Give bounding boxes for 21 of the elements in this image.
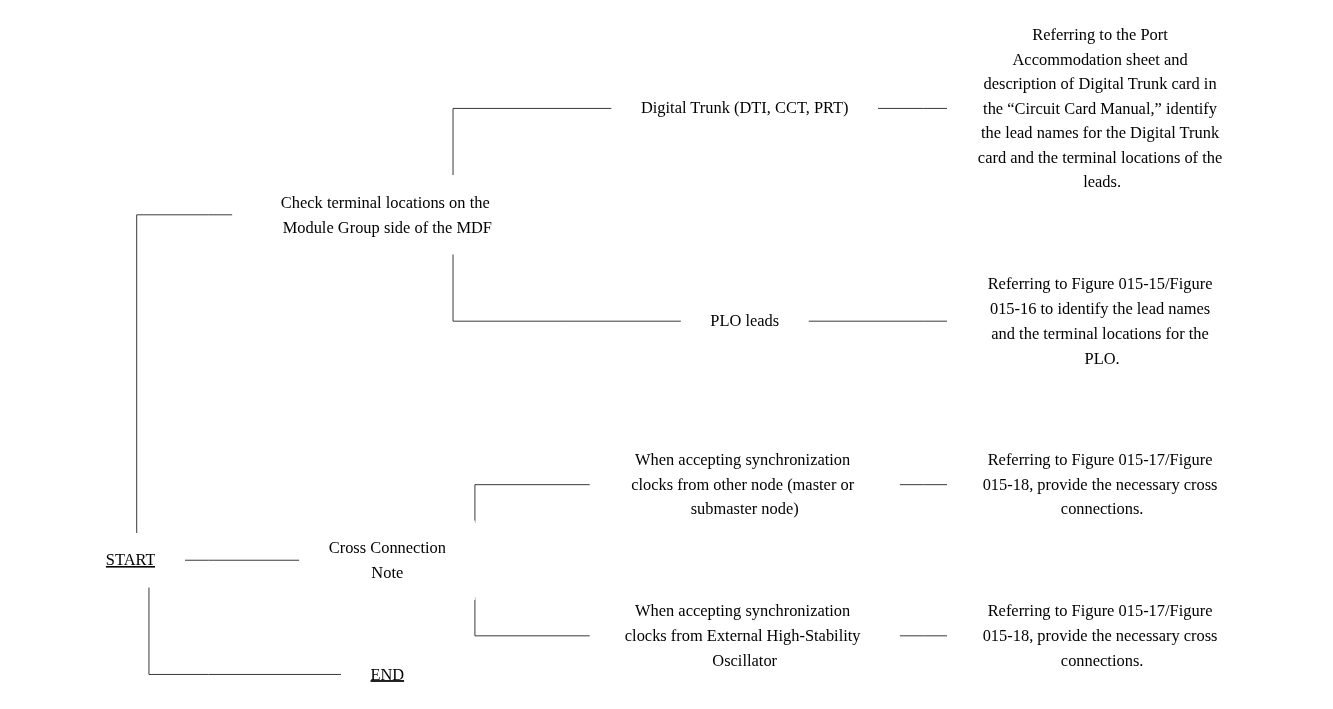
node-text: Check terminal locations on the Module Group side of the MDF [280,193,492,237]
node-text: Referring to the Port Accommodation sheet and description of Digital Trunk card in the “Circuit Card Manual,” identify the lead names for the Digital Trunk card and the terminal locations of the leads. [977,25,1223,192]
node-text: Referring to Figure 015-17/Figure 015-18, provide the necessary cross connections. [982,450,1218,519]
connector [183,559,300,561]
connector [807,320,948,322]
node-text: When accepting synchronization clocks from other node (master or submaster node) [630,450,854,519]
connector [876,107,948,109]
connector [148,586,342,675]
node-text: PLO leads [710,311,779,331]
node-text: Referring to Figure 015-15/Figure 015-16 to identify the lead names and the terminal locations for the PLO. [987,274,1213,368]
connector [135,214,234,534]
node-text: END [370,665,404,684]
node-text: Referring to Figure 015-17/Figure 015-18, provide the necessary cross connections. [982,601,1218,670]
node-text: Digital Trunk (DTI, CCT, PRT) [640,99,849,118]
connector [452,253,682,322]
node-text: START [105,550,156,570]
node-text: When accepting synchronization clocks from External High-Stability Oscillator [624,601,861,670]
connector [898,635,948,637]
connector [452,107,613,177]
connector [898,484,948,486]
node-text: Cross Connection Note [328,538,446,582]
